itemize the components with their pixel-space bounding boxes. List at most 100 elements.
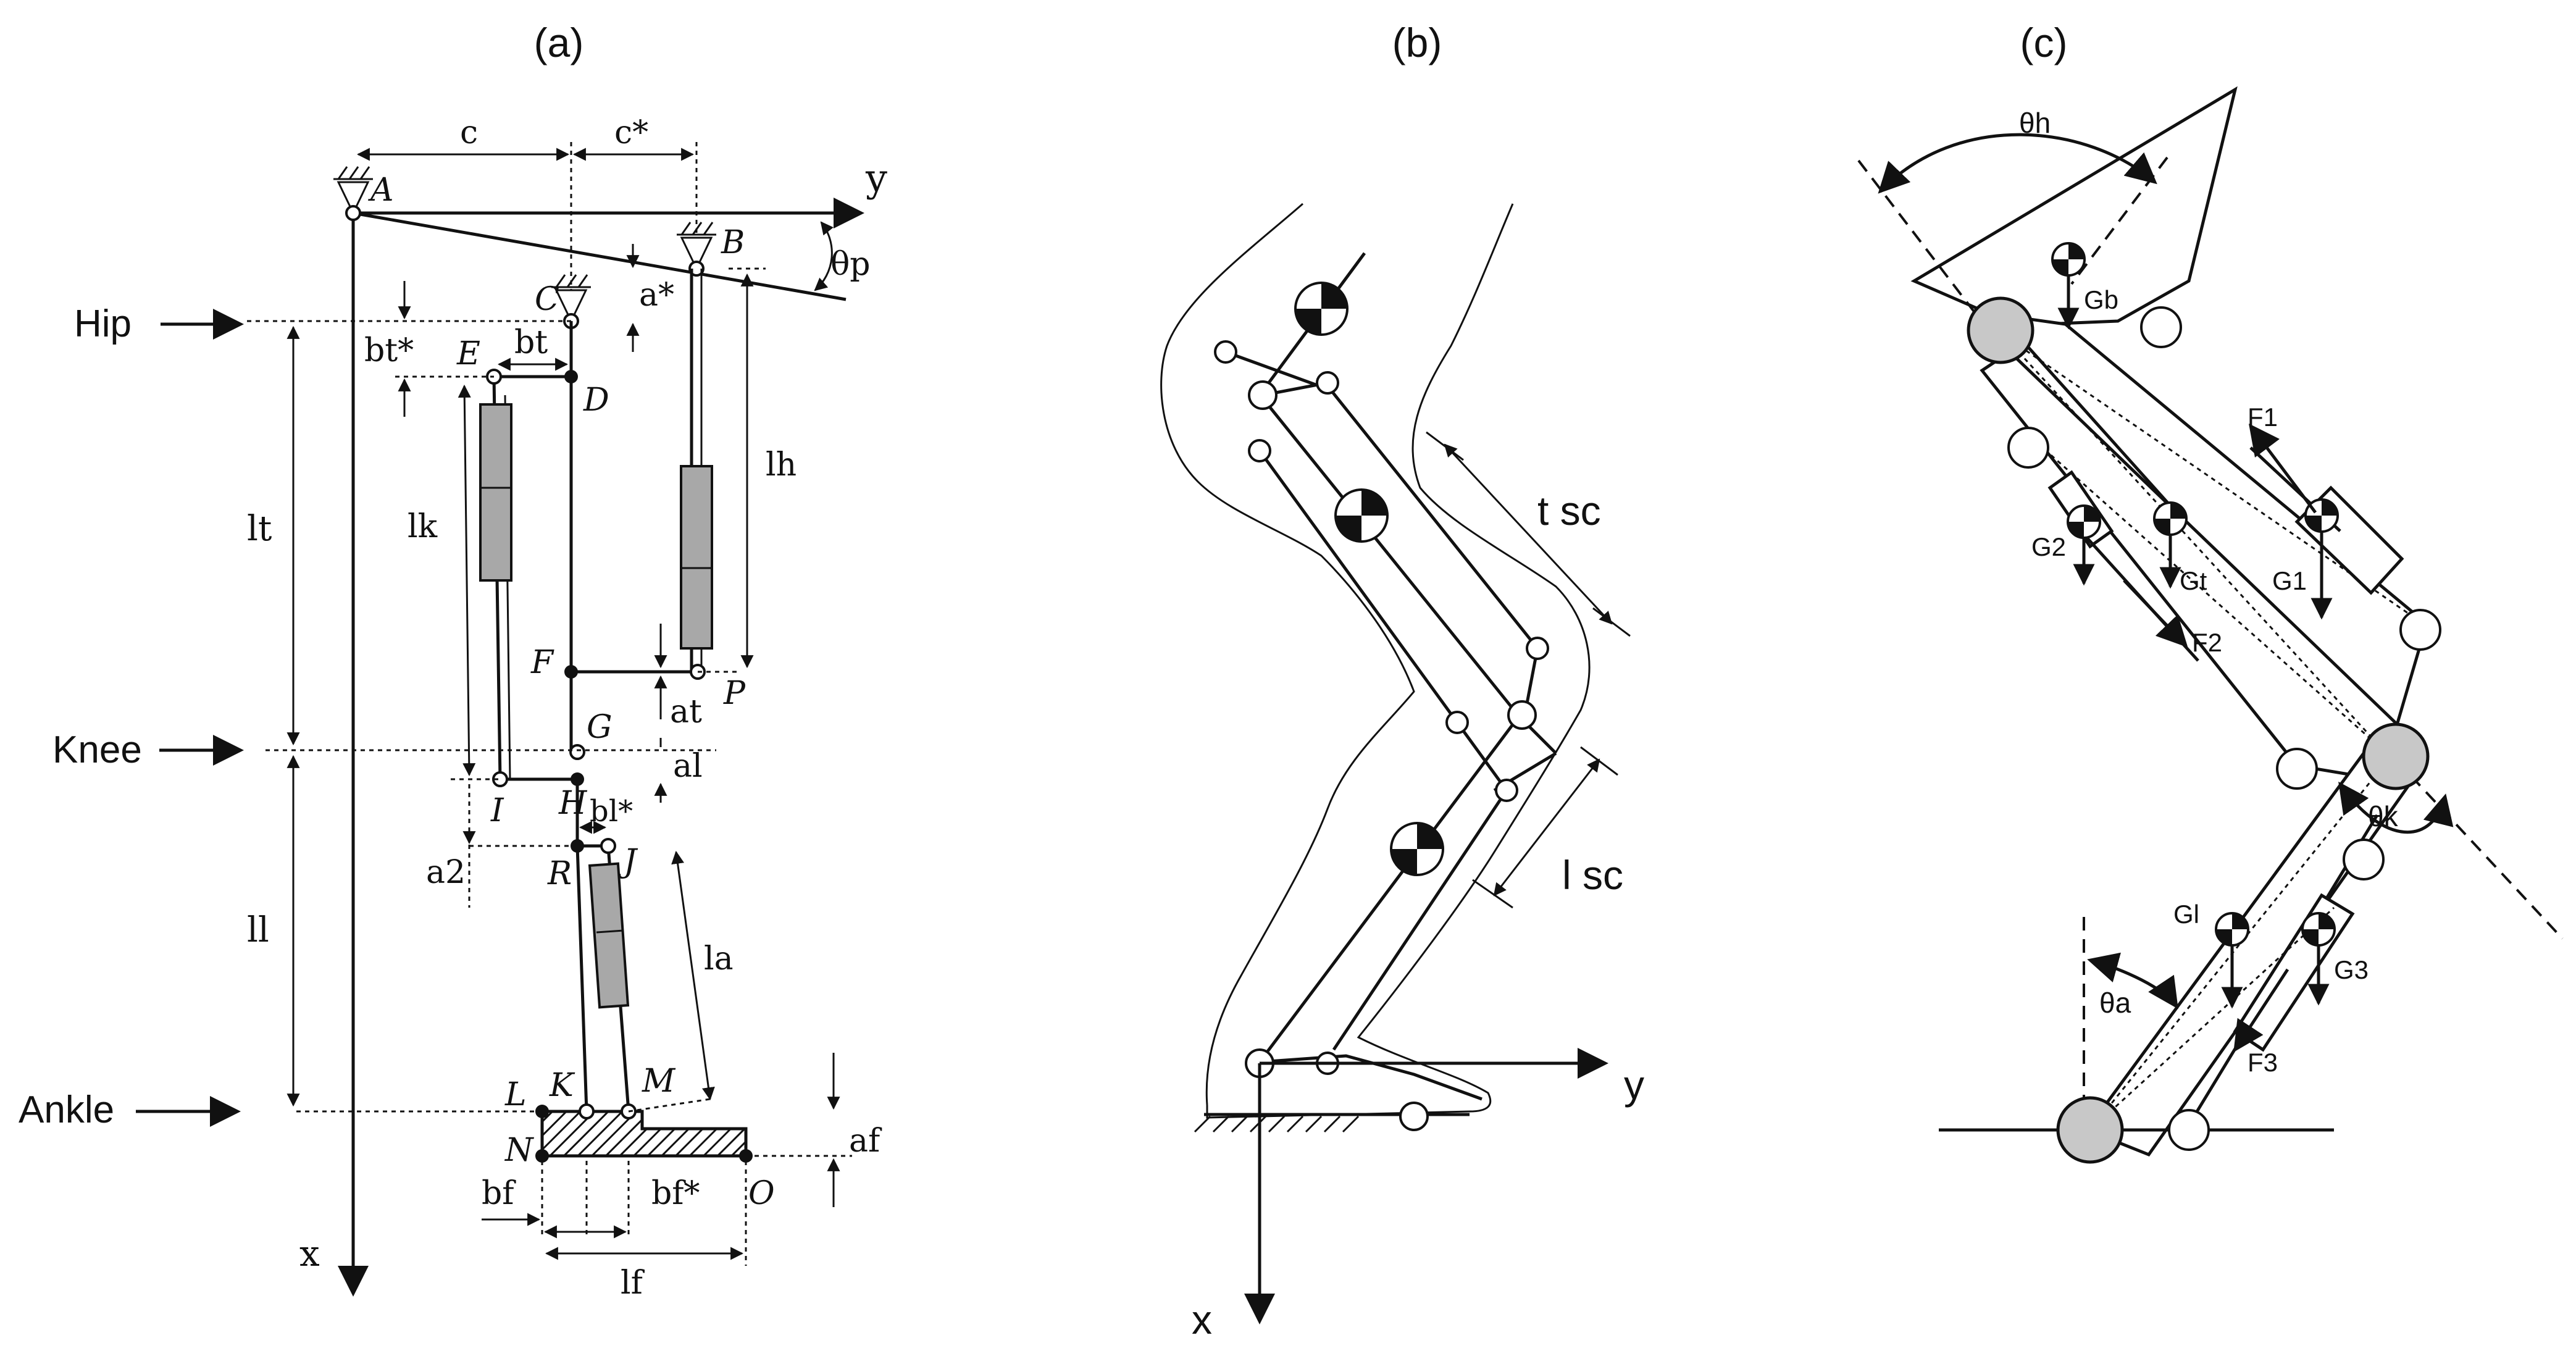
foot-bar (1259, 1054, 1482, 1101)
joint-d (564, 370, 578, 383)
weight-gl: Gl (2173, 900, 2199, 929)
dim-line-lk (458, 384, 476, 777)
dim-bt: bt (514, 324, 548, 361)
dim-a-star: a* (639, 277, 674, 314)
point-label-i: I (490, 792, 504, 829)
b-joint-knee (1507, 700, 1537, 730)
hip-actuator-cylinder (680, 465, 713, 650)
dim-bf-star: bf* (651, 1175, 700, 1212)
dim-lk: lk (408, 508, 438, 545)
c-joint-4 (2276, 748, 2318, 790)
point-label-e: E (456, 335, 480, 372)
point-label-r: R (547, 855, 572, 892)
point-label-c: C (535, 281, 559, 318)
leg-silhouette-back (1160, 203, 1415, 1106)
tsc-tick-1 (1426, 431, 1464, 461)
knee-actuator-cylinder (479, 403, 512, 582)
b-joint-5 (1445, 711, 1469, 734)
b-com-thigh (1334, 488, 1389, 543)
dim-line-lsc (1493, 758, 1600, 897)
x-axis-label: x (299, 1232, 320, 1274)
dim-a2: a2 (426, 854, 466, 891)
level-label-hip: Hip (74, 303, 132, 345)
point-label-h: H (558, 785, 588, 822)
dim-lh: lh (766, 446, 797, 483)
hip-bar (1225, 350, 1328, 391)
dim-c: c (460, 114, 478, 151)
panel-b: (b) (1160, 20, 1644, 1342)
point-label-p: P (723, 675, 746, 712)
theta-k-ref (2394, 758, 2564, 940)
pelvis-line (353, 211, 847, 301)
b-x-axis-label: x (1192, 1297, 1212, 1342)
b-joint-6 (1495, 779, 1518, 802)
c-dotted-3 (2025, 431, 2384, 751)
point-label-l: L (504, 1076, 527, 1113)
dim-al: al (673, 748, 703, 785)
point-label-k: K (549, 1067, 575, 1104)
ground-hatch (1194, 1115, 1360, 1133)
shank-link (575, 845, 588, 1112)
b-joint-toe (1399, 1102, 1429, 1131)
force-f1: F1 (2248, 403, 2278, 432)
c-com-knee-actuator (2067, 504, 2101, 586)
dim-line-tsc (1444, 443, 1613, 625)
tsc-tick-2 (1592, 607, 1631, 637)
c-dotted-4 (2089, 765, 2385, 1131)
dim-at: at (670, 693, 702, 730)
level-label-ankle: Ankle (19, 1089, 114, 1131)
joint-i (492, 771, 508, 787)
foot-plate (540, 1110, 748, 1158)
b-joint-2 (1316, 371, 1339, 395)
force-f1-arrow (2249, 424, 2317, 514)
b-joint-4 (1526, 637, 1549, 660)
leg-silhouette-front (1357, 203, 1591, 1113)
point-label-n: N (504, 1132, 534, 1169)
point-label-d: D (583, 382, 609, 419)
theta-h-arc (1878, 133, 2157, 194)
support-a (333, 166, 373, 221)
weight-g1: G1 (2272, 566, 2307, 595)
point-label-m: M (642, 1063, 676, 1100)
c-com-thigh (2153, 501, 2188, 589)
point-label-o: O (748, 1175, 775, 1212)
joint-f (564, 665, 578, 679)
joint-j (600, 838, 616, 854)
shank-bar-2 (1332, 789, 1508, 1051)
joint-g (569, 744, 585, 760)
b-com-shank (1390, 822, 1444, 876)
ankle-actuator-cylinder (588, 862, 630, 1009)
theta-h-ref-1 (1857, 159, 1980, 319)
dim-la: la (704, 940, 734, 977)
theta-a-arc (2087, 952, 2178, 1010)
point-label-g: G (587, 709, 613, 746)
y-axis-label: y (865, 156, 887, 201)
joint-k (579, 1103, 595, 1119)
c-joint-hip (1967, 296, 2034, 364)
c-joint-6 (2168, 1109, 2210, 1151)
dim-bf: bf (482, 1175, 516, 1212)
b-joint-3 (1248, 439, 1271, 462)
lsc-tick-2 (1472, 879, 1513, 909)
dim-af: af (849, 1123, 882, 1160)
panel-b-label: (b) (1392, 20, 1442, 65)
panel-a-label: (a) (534, 20, 584, 65)
joint-h (571, 772, 584, 786)
c-joint-ankle (2056, 1096, 2124, 1164)
force-f2: F2 (2192, 628, 2222, 657)
force-f3-arrow (2233, 968, 2290, 1053)
dim-lsc: l sc (1562, 852, 1623, 898)
point-label-b: B (721, 224, 745, 261)
c-joint-knee (2362, 722, 2430, 790)
b-joint-1 (1214, 340, 1237, 364)
dim-lt: lt (247, 509, 272, 549)
ankle-actuator-piston (596, 929, 624, 934)
c-com-ankle-actuator (2301, 912, 2336, 1006)
weight-g2: G2 (2031, 532, 2066, 561)
knee-link-2 (1455, 721, 1508, 792)
theta-p-arc (814, 221, 834, 291)
ref-m-line (628, 1098, 711, 1113)
force-f3: F3 (2248, 1048, 2278, 1077)
theta-k-arc (2338, 781, 2454, 834)
